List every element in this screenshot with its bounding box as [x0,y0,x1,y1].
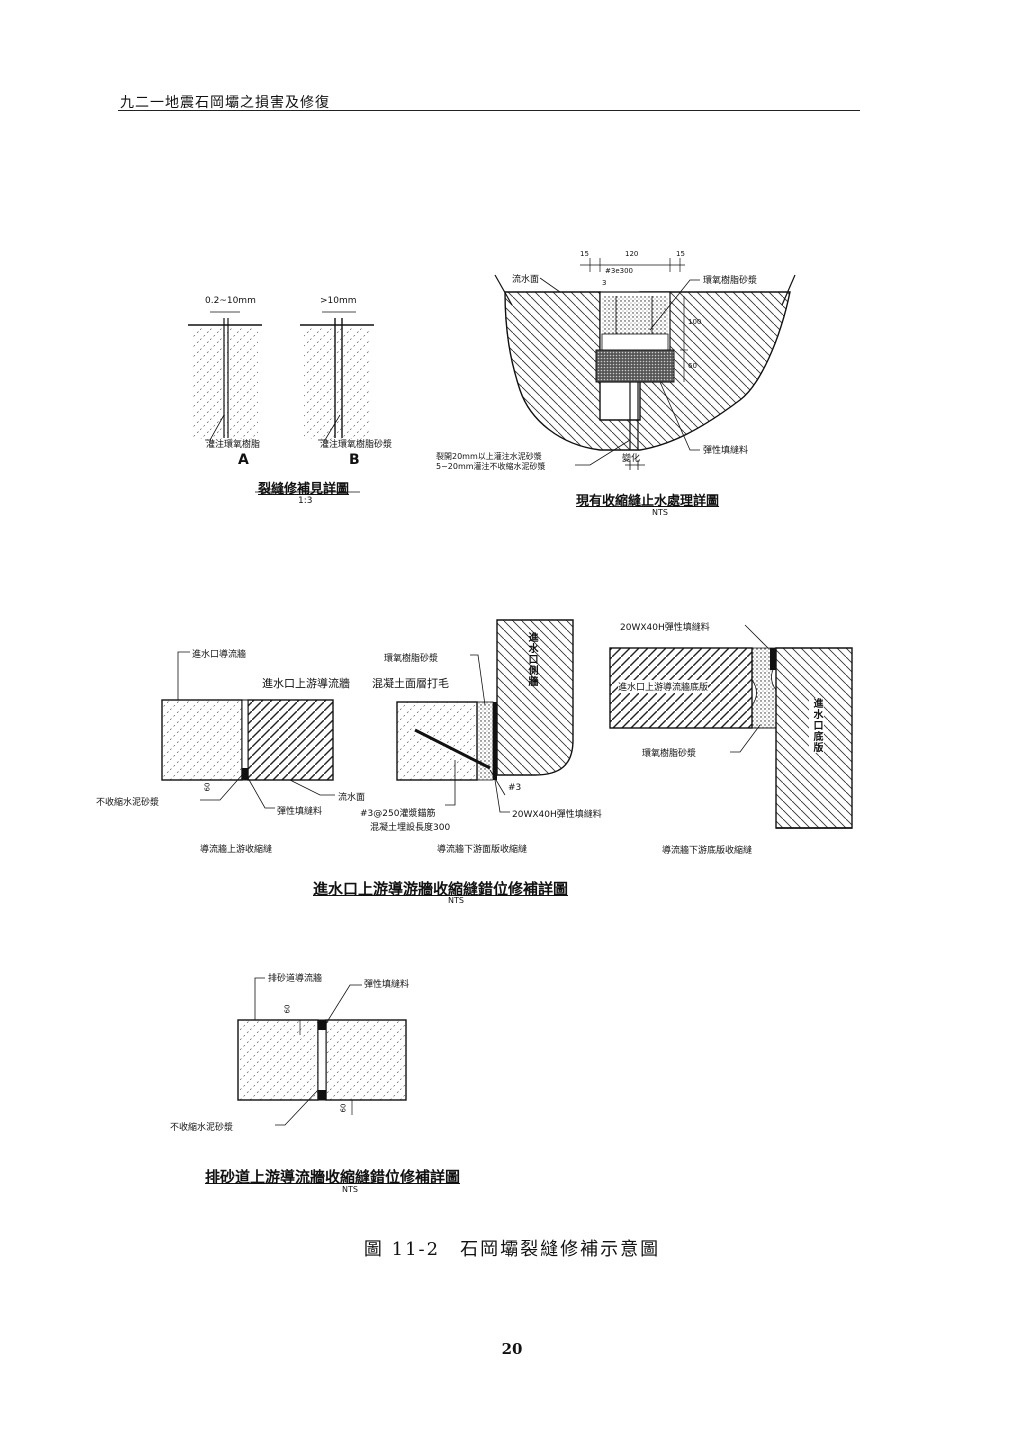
fig3-rebar: #3@250灌漿錨筋 [360,809,436,819]
fig3-left-section [161,651,335,809]
fig3-elastic3: 20WX40H彈性填縫料 [620,623,710,633]
fig3-epoxy-mortar: 環氧樹脂砂漿 [384,654,439,664]
fig4-title: 排砂道上游導流牆收縮縫錯位修補詳圖 [205,1168,461,1186]
fig2-note1: 裂開20mm以上灌注水泥砂漿 [436,452,542,461]
fig3-mid-section [396,619,574,813]
fig3-sub3: 導流牆下游底版收縮縫 [662,846,753,856]
fig3-elastic2: 20WX40H彈性填縫料 [512,810,602,820]
running-header: 九二一地震石岡壩之損害及修復 [120,95,330,111]
fig3-roughen: 混凝土面層打毛 [372,677,449,690]
fig1-label-a: 灌注環氧樹脂 [206,440,261,450]
fig3-epoxy-mortar2: 環氧樹脂砂漿 [642,749,697,759]
fig4-sluice-wall: 排砂道導流牆 [268,974,323,984]
fig3-guide-wall: 進水口導流牆 [192,650,247,660]
fig2-dim-15b: 15 [676,250,685,258]
fig4-nonshrink: 不收縮水泥砂漿 [170,1123,234,1133]
fig1-label-b: 灌注環氧樹脂砂漿 [320,440,393,450]
fig3-upstream-guide: 進水口上游導流牆 [262,677,350,690]
fig2-dim-120: 120 [625,250,639,258]
fig3-scale: NTS [448,896,464,905]
fig1-letter-a: A [238,452,249,468]
fig1-detail-b [300,311,374,441]
fig4-scale: NTS [342,1185,358,1194]
fig1-detail-a [188,311,262,441]
fig3-water-face: 流水面 [338,793,366,803]
fig3-elastic: 彈性填縫料 [277,807,323,817]
fig3-side-wall: 進水口側牆 [526,632,537,687]
fig4-section [237,977,407,1126]
fig2-dim-15a: 15 [580,250,589,258]
fig3-bar3: #3 [508,783,522,793]
fig2-water-face: 流水面 [512,275,540,285]
fig2-change: 變化 [622,454,641,464]
fig2-scale: NTS [652,508,668,517]
page-number: 20 [501,1340,523,1358]
fig1-letter-b: B [349,452,360,468]
fig2-dim-60: 60 [688,362,697,370]
fig1-dim-b: >10mm [320,296,357,306]
fig1-title: 裂縫修補見詳圖 [258,482,350,497]
fig1-dim-a: 0.2~10mm [205,296,256,306]
fig2-dim-3: 3 [602,279,607,287]
fig3-dim-60: 60 [203,782,212,792]
fig2-dim-100: 100 [688,318,702,326]
fig4-dim-60b: 60 [339,1103,348,1113]
fig2-note2: 5~20mm灌注不收縮水泥砂漿 [436,462,546,471]
fig3-nonshrink: 不收縮水泥砂漿 [96,798,160,808]
fig3-slab-upstream: 進水口上游導流牆底版 [618,680,709,693]
fig2-dim-3e300: #3e300 [605,267,633,275]
fig3-title: 進水口上游導游牆收縮縫錯位修補詳圖 [313,880,569,898]
fig2-epoxy-mortar: 環氧樹脂砂漿 [703,276,758,286]
fig3-sub2: 導流牆下游面版收縮縫 [437,845,528,855]
fig3-bottom-slab: 進水口底版 [809,698,824,753]
fig4-dim-60a: 60 [283,1004,292,1014]
fig2-elastic: 彈性填縫料 [703,446,749,456]
fig2-joint-section [494,258,796,470]
header-rule [118,110,860,111]
fig3-sub1: 導流牆上游收縮縫 [200,845,273,855]
fig2-title: 現有收縮縫止水處理詳圖 [576,494,720,509]
fig1-scale: 1:3 [298,496,313,506]
fig4-elastic: 彈性填縫料 [364,980,410,990]
fig3-embed: 混凝土埋設長度300 [370,823,451,833]
figure-caption: 圖 11-2 石岡壩裂縫修補示意圖 [363,1239,661,1260]
